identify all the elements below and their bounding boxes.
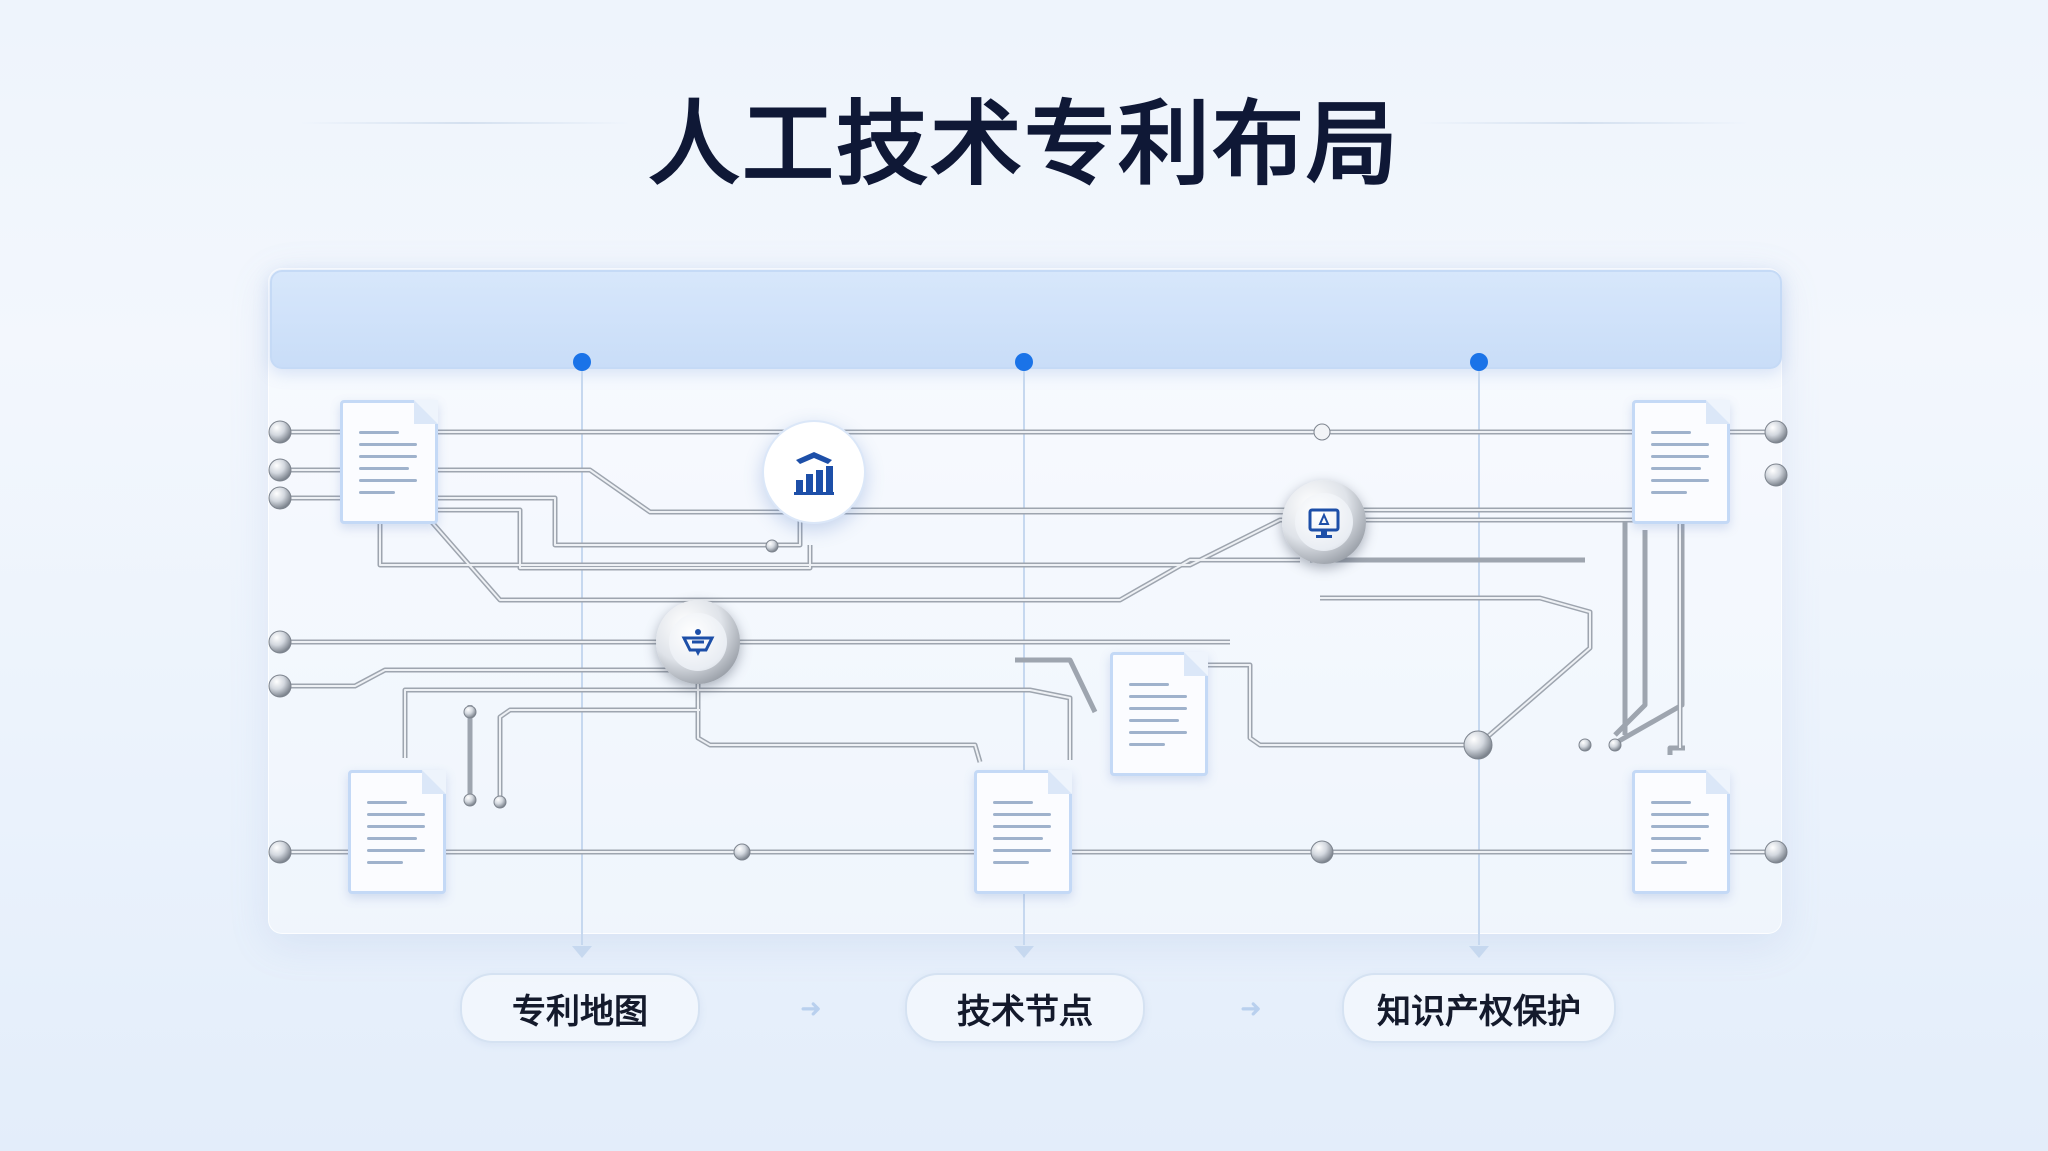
document-icon [1110,652,1208,776]
document-icon [1632,400,1730,524]
stage-tech-nodes: 技术节点 [905,973,1145,1043]
stage-label: 技术节点 [957,991,1093,1032]
stage-ip-protection: 知识产权保护 [1342,973,1616,1043]
guide-arrows [572,946,1489,958]
stage-label: 专利地图 [512,991,648,1032]
wires-highlight [280,431,1776,853]
stage-label: 知识产权保护 [1377,991,1581,1032]
stage-patent-map: 专利地图 [460,973,700,1043]
title-rule-left [300,122,630,124]
document-icon [1632,770,1730,894]
filter-icon [656,600,740,684]
title-rule-right [1418,122,1748,124]
monitor-icon [1282,480,1366,564]
bar-chart-icon [762,420,866,524]
document-icon [974,770,1072,894]
page-title: 人工技术专利布局 [647,91,1400,198]
wire-terminals [268,420,1788,864]
header-band [270,270,1782,369]
arrow-right-icon: ➜ [800,994,822,1024]
band-dots [573,353,1488,371]
document-icon [340,400,438,524]
arrow-right-icon: ➜ [1240,994,1262,1024]
document-icon [348,770,446,894]
